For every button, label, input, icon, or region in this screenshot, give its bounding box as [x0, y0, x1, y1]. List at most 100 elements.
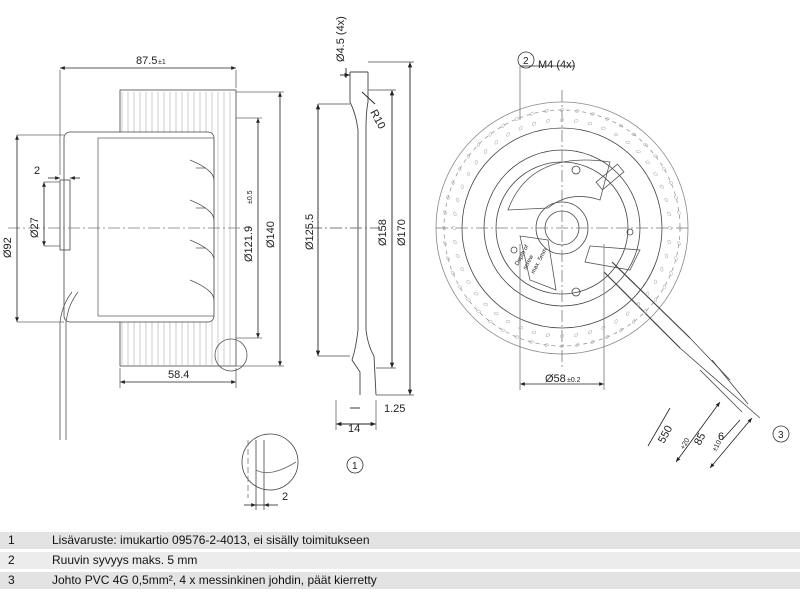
dim-58-tol: ±0.2 [567, 377, 581, 384]
impeller-blade [443, 241, 447, 246]
impeller-blade [544, 109, 549, 113]
impeller-blade [456, 197, 460, 203]
impeller-blade [474, 292, 479, 296]
impeller-blade [605, 335, 609, 339]
impeller-blade [667, 239, 671, 245]
impeller-blade [455, 254, 460, 258]
technical-drawing: 87.5 ±1 2 58.4 2 14 1.25 M4 (4x) Ø58 ±0.… [2, 16, 790, 510]
impeller-blade [559, 334, 565, 338]
impeller-blade [574, 333, 579, 337]
dim-87-5: 87.5 [136, 55, 157, 67]
impeller-blade [474, 160, 478, 165]
impeller-blade [664, 198, 669, 202]
impeller-blade [460, 184, 464, 189]
profile-view [310, 61, 414, 430]
dim-1-25: 1.25 [384, 403, 405, 415]
impeller-blade [573, 119, 579, 123]
impeller-blade [636, 302, 640, 307]
note-text: Ruuvin syvyys maks. 5 mm [52, 553, 198, 567]
impeller-blade [545, 333, 551, 337]
impeller-blade [529, 112, 534, 116]
impeller-blade [477, 142, 481, 147]
callout-1: 1 [346, 456, 364, 474]
impeller-blade [643, 143, 648, 147]
impeller-blade [559, 344, 565, 348]
callout-2: 2 [517, 51, 535, 69]
impeller-blade [643, 309, 647, 314]
dim-87-5-tol: ±1 [158, 59, 166, 66]
impeller-blade [636, 150, 641, 154]
impeller-blade [654, 279, 657, 285]
impeller-blade [442, 225, 446, 231]
impeller-blade [501, 123, 505, 128]
impeller-blade [494, 312, 499, 316]
dim-m4: M4 (4x) [538, 59, 575, 71]
impeller-blade [514, 335, 520, 339]
dim-550-tol: +20 [680, 437, 692, 451]
note-row: 1 Lisävaruste: imukartio 09576-2-4013, e… [0, 532, 800, 549]
blade-pattern [442, 108, 682, 348]
impeller-blade [506, 132, 510, 137]
impeller-blade [531, 330, 537, 334]
impeller-blade [532, 121, 536, 126]
impeller-blade [451, 180, 455, 186]
impeller-blade [518, 326, 523, 330]
impeller-blade [466, 280, 471, 284]
impeller-blade [446, 195, 450, 200]
dim-6: 6 [718, 431, 724, 443]
impeller-blade [619, 328, 623, 333]
impeller-blade [601, 325, 606, 330]
impeller-blade [662, 167, 667, 171]
impeller-blade [494, 140, 498, 145]
impeller-blade [659, 184, 664, 189]
note-row: 3 Johto PVC 4G 0,5mm², 4 x messinkinen j… [0, 572, 800, 589]
impeller-blade [668, 225, 672, 231]
notes-table: 1 Lisävaruste: imukartio 09576-2-4013, e… [0, 532, 800, 592]
impeller-blade [674, 256, 678, 261]
impeller-blade [618, 124, 624, 128]
impeller-blade [458, 166, 462, 172]
front-view [435, 65, 761, 469]
impeller-blade [677, 210, 681, 215]
impeller-blade [669, 181, 673, 185]
note-number: 1 [8, 533, 15, 547]
callout-1-label: 1 [352, 461, 358, 472]
impeller-blade [545, 119, 550, 123]
impeller-blade [460, 267, 465, 272]
impeller-blade [646, 291, 650, 296]
dim-4-5: Ø4.5 (4x) [335, 16, 347, 62]
impeller-blade [590, 340, 595, 344]
impeller-blade [575, 343, 580, 347]
callout-2-label: 2 [523, 56, 529, 67]
side-view [8, 66, 284, 440]
dim-r10: R10 [367, 108, 387, 131]
impeller-blade [529, 340, 534, 344]
impeller-blade [614, 319, 618, 324]
impeller-blade [443, 210, 447, 215]
dim-2-left: 2 [34, 165, 40, 177]
impeller-blade [664, 253, 668, 259]
impeller-blade [575, 109, 580, 113]
impeller-blade [653, 172, 658, 176]
dim-158: Ø158 [377, 219, 389, 246]
impeller-blade [515, 117, 519, 121]
impeller-blade [483, 302, 488, 306]
impeller-blade [660, 267, 664, 272]
impeller-blade [604, 117, 610, 121]
impeller-blade [625, 140, 630, 144]
note-text: Lisävaruste: imukartio 09576-2-4013, ei … [52, 533, 370, 547]
dim-85-tol: ±10 [712, 439, 724, 453]
dim-58: Ø58 [545, 373, 566, 385]
impeller-blade [559, 108, 565, 112]
impeller-blade [453, 211, 457, 217]
impeller-blade [505, 320, 511, 323]
impeller-blade [613, 133, 619, 136]
dim-27: Ø27 [29, 217, 41, 238]
dim-140: Ø140 [265, 221, 277, 248]
impeller-blade [500, 328, 506, 332]
dim-121-9: Ø121.9 [243, 226, 255, 262]
dim-92: Ø92 [2, 237, 14, 258]
impeller-blade [631, 132, 637, 136]
dim-58-4: 58.4 [168, 369, 189, 381]
dim-14: 14 [348, 423, 360, 435]
